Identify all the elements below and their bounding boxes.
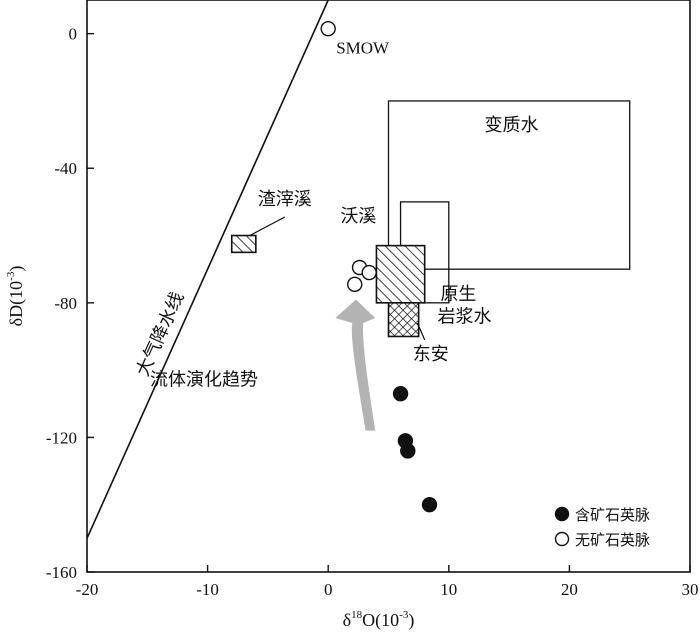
x-tick-label-4: 20 xyxy=(561,580,578,599)
trend-label: 流体演化趋势 xyxy=(150,369,258,390)
data-points xyxy=(320,20,438,513)
ore-bearing-point-2 xyxy=(400,443,416,459)
y-axis-label-main: δD(10 xyxy=(6,281,27,326)
ore-bearing-point-3 xyxy=(421,497,438,513)
plot-frame xyxy=(86,0,691,573)
region-label-0: 变质水 xyxy=(485,115,539,136)
region-2 xyxy=(375,244,426,304)
x-tick-label-2: 0 xyxy=(324,580,333,599)
legend-label-0: 含矿石英脉 xyxy=(575,506,650,524)
y-tick-label-4: -160 xyxy=(46,563,77,582)
smow-marker xyxy=(320,20,336,37)
region-label-1b: 岩浆水 xyxy=(437,306,491,327)
region-label-2: 沃溪 xyxy=(340,206,376,227)
barren-point-1 xyxy=(361,264,377,281)
y-axis-label-end: ) xyxy=(6,266,27,272)
y-tick-label-1: -40 xyxy=(54,159,77,178)
x-tick-label-0: -20 xyxy=(76,580,99,599)
x-tick-label-3: 10 xyxy=(440,580,457,599)
trend-arrow xyxy=(335,299,376,431)
meteoric-water-line-label: 大气降水线 xyxy=(132,289,188,380)
y-axis-label: δD(10-3) xyxy=(5,266,27,327)
x-axis-label-end: ) xyxy=(408,610,414,631)
legend-label-1: 无矿石英脉 xyxy=(575,531,650,549)
region-leader-3 xyxy=(249,216,286,237)
region-leader-4 xyxy=(416,322,426,341)
ore-bearing-point-0 xyxy=(392,385,409,402)
region-label-3: 渣滓溪 xyxy=(258,189,312,210)
y-axis-label-sup: -3 xyxy=(5,271,17,281)
meteoric-water-line xyxy=(87,0,329,539)
source-regions xyxy=(230,100,631,338)
region-3 xyxy=(230,234,257,254)
x-axis-label: δ18O(10-3) xyxy=(343,609,415,631)
legend-marker-1 xyxy=(554,531,570,547)
barren-point-2 xyxy=(347,276,363,293)
x-axis-label-sup2: -3 xyxy=(399,609,409,621)
y-tick-label-3: -120 xyxy=(46,428,77,447)
region-4 xyxy=(387,302,420,338)
x-tick-label-1: -10 xyxy=(196,580,219,599)
legend-marker-0 xyxy=(554,506,570,522)
region-label-4: 东安 xyxy=(413,344,449,365)
x-tick-label-5: 30 xyxy=(682,580,699,599)
y-tick-label-2: -80 xyxy=(54,294,77,313)
x-axis-label-main: δ xyxy=(343,610,351,630)
x-axis-label-mid: O(10 xyxy=(362,610,399,631)
region-label-1a: 原生 xyxy=(440,284,476,305)
x-axis-label-sup1: 18 xyxy=(351,609,363,621)
region-0 xyxy=(387,100,631,270)
reference-lines xyxy=(87,0,376,539)
y-tick-label-0: 0 xyxy=(69,25,78,44)
smow-label: SMOW xyxy=(336,39,390,58)
